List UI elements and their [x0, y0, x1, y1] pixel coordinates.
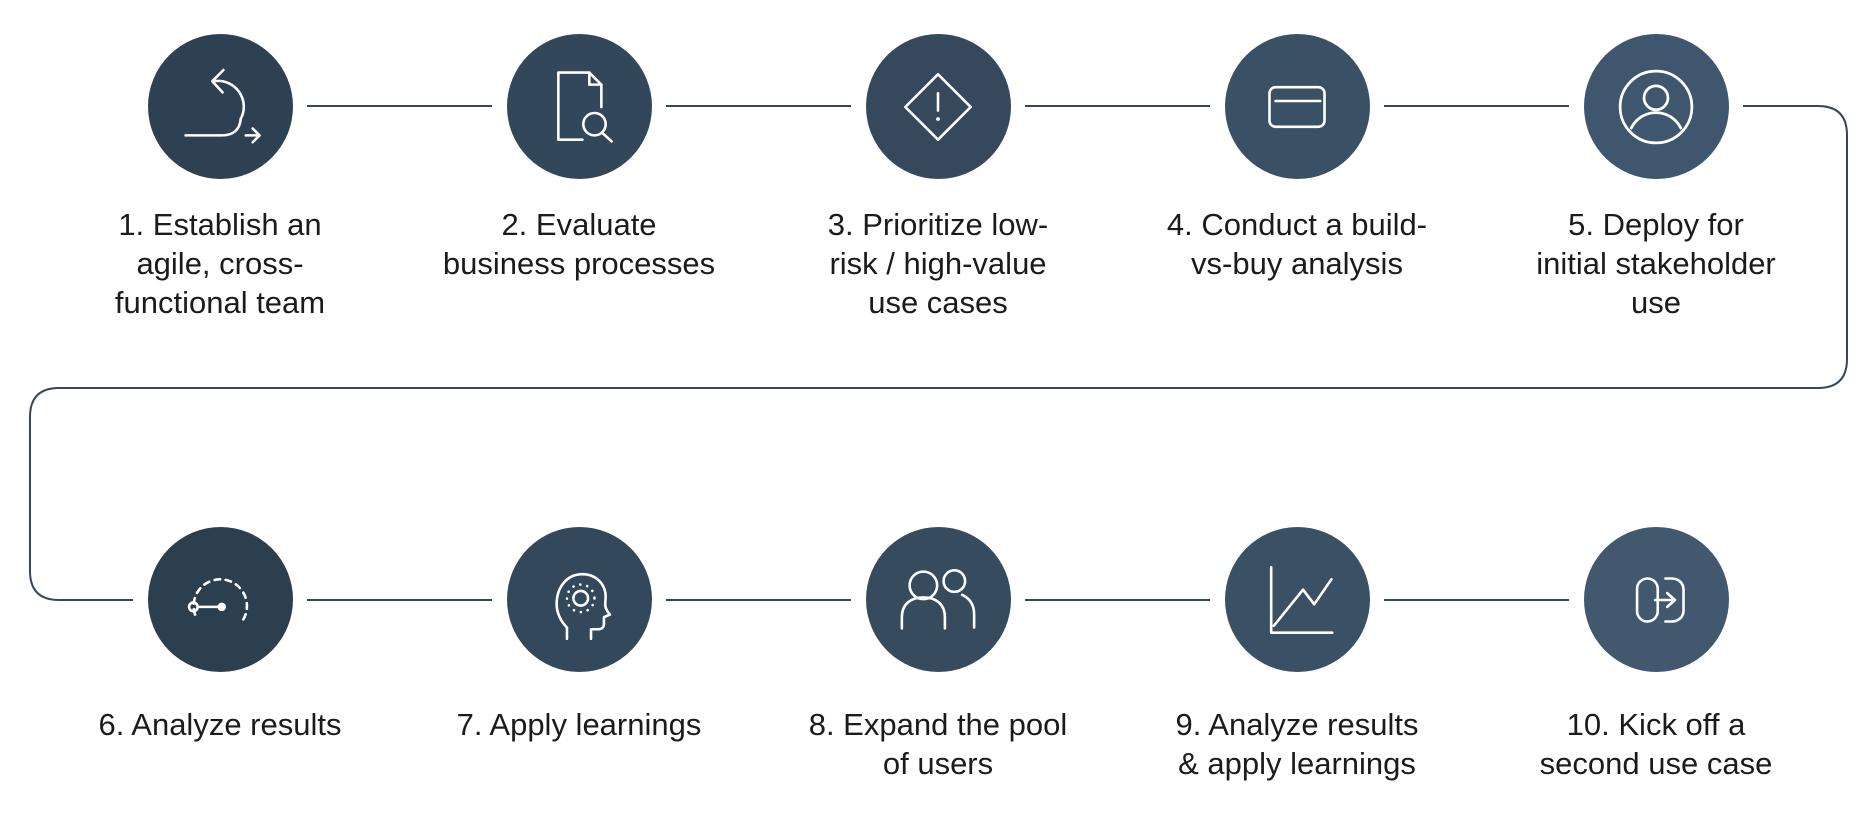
- step-3: 3. Prioritize low- risk / high-value use…: [773, 34, 1103, 322]
- step-9-circle: [1224, 527, 1370, 672]
- mind-icon: [555, 572, 612, 640]
- step-3-label: 3. Prioritize low- risk / high-value use…: [827, 207, 1049, 320]
- step-8-label: 8. Expand the pool of users: [808, 707, 1068, 781]
- step-10: 10. Kick off a second use case: [1491, 527, 1821, 783]
- credit-card-icon: [1268, 85, 1326, 128]
- step-6-circle: [147, 527, 293, 672]
- step-9: 9. Analyze results & apply learnings: [1132, 527, 1462, 783]
- alert-diamond-icon: [904, 72, 972, 141]
- wrap-around-connector: [29, 105, 1848, 601]
- step-5-circle: [1583, 34, 1729, 179]
- step-1-circle: [147, 34, 293, 179]
- document-search-icon: [557, 70, 613, 143]
- step-7-circle: [506, 527, 652, 672]
- step-10-circle: [1583, 527, 1729, 672]
- step-4-circle: [1224, 34, 1370, 179]
- step-6: 6. Analyze results: [55, 527, 385, 744]
- line-chart-icon: [1269, 565, 1334, 634]
- step-8-circle: [865, 527, 1011, 672]
- step-5: 5. Deploy for initial stakeholder use: [1491, 34, 1821, 322]
- step-2-circle: [506, 34, 652, 179]
- step-5-label: 5. Deploy for initial stakeholder use: [1536, 207, 1776, 320]
- step-6-label: 6. Analyze results: [98, 707, 342, 742]
- step-2: 2. Evaluate business processes: [414, 34, 744, 283]
- step-8: 8. Expand the pool of users: [773, 527, 1103, 783]
- user-icon: [1618, 69, 1694, 144]
- step-7-label: 7. Apply learnings: [456, 707, 702, 742]
- step-9-label: 9. Analyze results & apply learnings: [1175, 707, 1419, 781]
- agile-sprint-icon: [184, 68, 261, 144]
- step-10-label: 10. Kick off a second use case: [1539, 707, 1773, 781]
- step-1: 1. Establish an agile, cross- functional…: [55, 34, 385, 322]
- kickoff-arrow-icon: [1635, 576, 1685, 623]
- step-2-label: 2. Evaluate business processes: [442, 207, 716, 281]
- step-4-label: 4. Conduct a build- vs-buy analysis: [1166, 207, 1428, 281]
- gauge-icon: [187, 577, 249, 625]
- users-icon: [900, 568, 976, 630]
- step-7: 7. Apply learnings: [414, 527, 744, 744]
- step-4: 4. Conduct a build- vs-buy analysis: [1132, 34, 1462, 283]
- step-1-label: 1. Establish an agile, cross- functional…: [114, 207, 326, 320]
- step-3-circle: [865, 34, 1011, 179]
